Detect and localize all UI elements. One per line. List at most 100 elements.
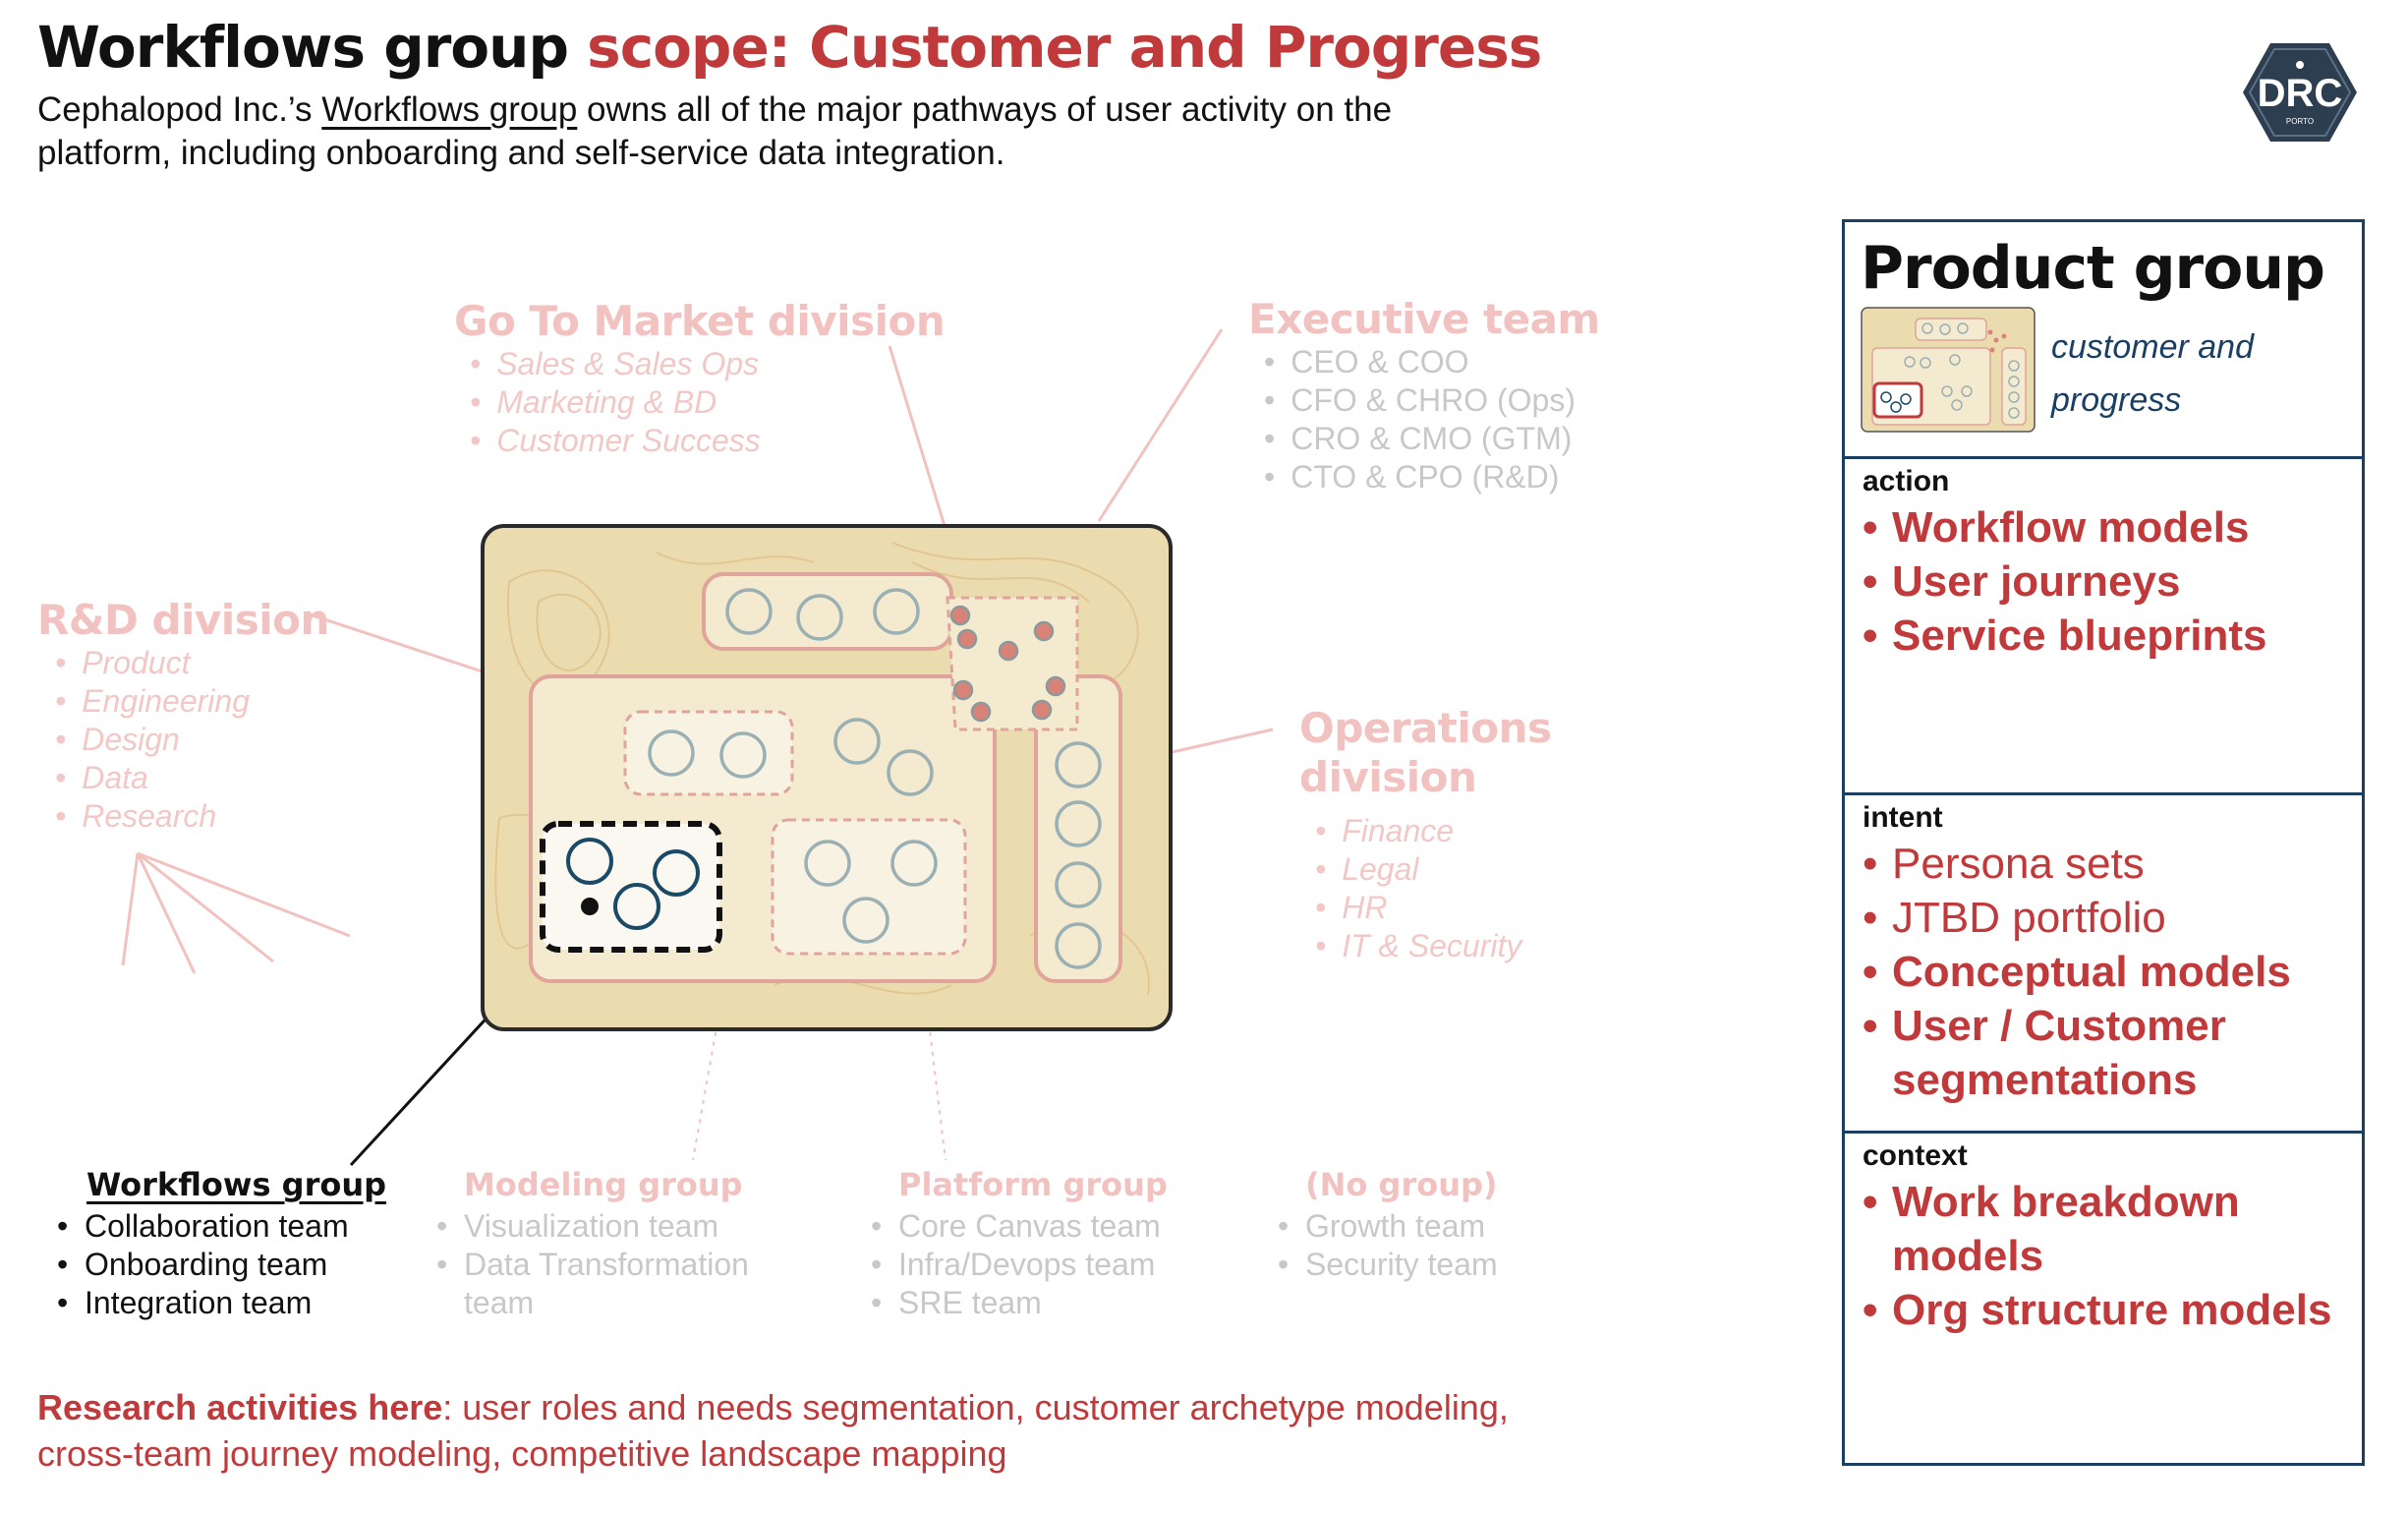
ops-division: Operations division Finance Legal HR IT … <box>1299 704 1552 965</box>
logo-text: DRC <box>2258 72 2343 115</box>
list-item: CRO & CMO (GTM) <box>1264 420 1600 458</box>
list-item: Conceptual models <box>1863 945 2291 999</box>
exec-team: Executive team CEO & COO CFO & CHRO (Ops… <box>1248 295 1600 496</box>
list-item: Visualization team <box>436 1207 790 1246</box>
research-label: Research activities here <box>37 1387 443 1427</box>
panel-caption: customer and progress <box>2051 320 2254 427</box>
list-item: Core Canvas team <box>871 1207 1168 1246</box>
ops-title: Operations division <box>1299 704 1552 802</box>
modeling-group: Modeling group Visualization team Data T… <box>436 1166 790 1322</box>
workflows-list: Collaboration team Onboarding team Integ… <box>57 1207 386 1322</box>
list-item: Design <box>55 721 329 759</box>
panel-caption-line1: customer and <box>2051 328 2254 366</box>
list-item: Org structure models <box>1863 1283 2331 1337</box>
list-item: Data Transformation team <box>436 1246 790 1322</box>
no-group: (No group) Growth team Security team <box>1278 1166 1498 1284</box>
list-item: HR <box>1315 889 1552 927</box>
rd-list: Product Engineering Design Data Research <box>55 644 329 836</box>
no-group-title: (No group) <box>1305 1166 1498 1203</box>
page-title: Workflows group scope: Customer and Prog… <box>37 14 1542 81</box>
list-item: User / Customer segmentations <box>1863 999 2291 1107</box>
gtm-title: Go To Market division <box>454 297 946 345</box>
ops-title-line2: division <box>1299 753 1477 801</box>
workflows-team-circles <box>566 838 700 930</box>
list-item: IT & Security <box>1315 927 1552 965</box>
list-item: Workflow models <box>1863 500 2266 554</box>
drc-logo: DRC PORTO <box>2243 43 2357 142</box>
context-item1-line1: Work breakdown <box>1892 1178 2240 1226</box>
rd-title: R&D division <box>37 596 329 644</box>
list-item: Integration team <box>57 1284 386 1322</box>
workflows-group: Workflows group Collaboration team Onboa… <box>57 1166 387 1322</box>
intent-item4-line1: User / Customer <box>1892 1002 2226 1050</box>
modeling-group-title: Modeling group <box>464 1166 743 1203</box>
platform-group: Platform group Core Canvas team Infra/De… <box>871 1166 1168 1322</box>
workflows-pointer-dot <box>581 898 599 915</box>
list-item: Onboarding team <box>57 1246 386 1284</box>
list-item: CFO & CHRO (Ops) <box>1264 381 1600 420</box>
rd-division: R&D division Product Engineering Design … <box>37 596 329 836</box>
list-item: Data <box>55 759 329 797</box>
platform-group-title: Platform group <box>898 1166 1168 1203</box>
gtm-division: Go To Market division Sales & Sales Ops … <box>454 297 946 460</box>
platform-connector <box>928 1021 946 1161</box>
exec-list: CEO & COO CFO & CHRO (Ops) CRO & CMO (GT… <box>1264 343 1600 496</box>
intent-list: Persona sets JTBD portfolio Conceptual m… <box>1863 837 2291 1107</box>
panel-intent-section: intent Persona sets JTBD portfolio Conce… <box>1845 792 2362 1131</box>
list-item: Marketing & BD <box>470 383 945 422</box>
workflows-group-title[interactable]: Workflows group <box>86 1166 387 1203</box>
panel-action-section: action Workflow models User journeys Ser… <box>1845 456 2362 790</box>
product-group-panel: Product group customer and progress acti… <box>1842 219 2365 1466</box>
list-item: Growth team <box>1278 1207 1498 1246</box>
panel-context-section: context Work breakdown models Org struct… <box>1845 1131 2362 1463</box>
action-label: action <box>1863 465 1950 497</box>
context-label: context <box>1863 1139 1968 1172</box>
list-item: Security team <box>1278 1246 1498 1284</box>
list-item: CTO & CPO (R&D) <box>1264 458 1600 496</box>
logo-subtext: PORTO <box>2286 117 2314 126</box>
title-main: Workflows group <box>37 14 569 81</box>
list-item: Persona sets <box>1863 837 2291 891</box>
list-item: Product <box>55 644 329 682</box>
modeling-connector <box>692 1021 718 1161</box>
list-item: Research <box>55 797 329 836</box>
workflows-group-link[interactable]: Workflows group <box>321 90 578 129</box>
exec-connector <box>1097 328 1224 522</box>
rd-arrows <box>121 851 351 974</box>
ops-list: Finance Legal HR IT & Security <box>1315 812 1552 965</box>
list-item: User journeys <box>1863 554 2266 609</box>
research-activities: Research activities here: user roles and… <box>37 1384 1571 1477</box>
list-item: JTBD portfolio <box>1863 891 2291 945</box>
logo-eye-icon <box>2296 61 2304 69</box>
list-item: Service blueprints <box>1863 609 2266 663</box>
list-item: Infra/Devops team <box>871 1246 1168 1284</box>
platform-subregion <box>771 818 967 956</box>
list-item: Customer Success <box>470 422 945 460</box>
context-list: Work breakdown models Org structure mode… <box>1863 1175 2331 1337</box>
panel-caption-line2: progress <box>2051 381 2182 419</box>
panel-thumbnail <box>1861 307 2035 433</box>
list-item: Engineering <box>55 682 329 721</box>
list-item: Legal <box>1315 850 1552 889</box>
exec-title: Executive team <box>1248 295 1600 343</box>
platform-list: Core Canvas team Infra/Devops team SRE t… <box>871 1207 1168 1322</box>
list-item: CEO & COO <box>1264 343 1600 381</box>
list-item: Work breakdown models <box>1863 1175 2331 1283</box>
team-circles <box>648 588 1102 969</box>
gtm-dots <box>949 605 1066 723</box>
list-item: Finance <box>1315 812 1552 850</box>
page-subtitle: Cephalopod Inc.’s Workflows group owns a… <box>37 88 1453 175</box>
list-item: SRE team <box>871 1284 1168 1322</box>
action-list: Workflow models User journeys Service bl… <box>1863 500 2266 663</box>
org-map <box>481 524 1173 1031</box>
research-text: : user roles and needs segmentation, cus… <box>37 1387 1509 1474</box>
list-item: Collaboration team <box>57 1207 386 1246</box>
subtitle-rest: owns all of the major pathways of user a… <box>37 90 1393 172</box>
ops-title-line1: Operations <box>1299 704 1552 752</box>
intent-item4-line2: segmentations <box>1892 1056 2198 1104</box>
subtitle-prefix: Cephalopod Inc.’s <box>37 90 322 129</box>
context-item1-line2: models <box>1892 1232 2044 1280</box>
panel-title: Product group <box>1861 234 2325 303</box>
list-item: Sales & Sales Ops <box>470 345 945 383</box>
gtm-list: Sales & Sales Ops Marketing & BD Custome… <box>470 345 945 460</box>
